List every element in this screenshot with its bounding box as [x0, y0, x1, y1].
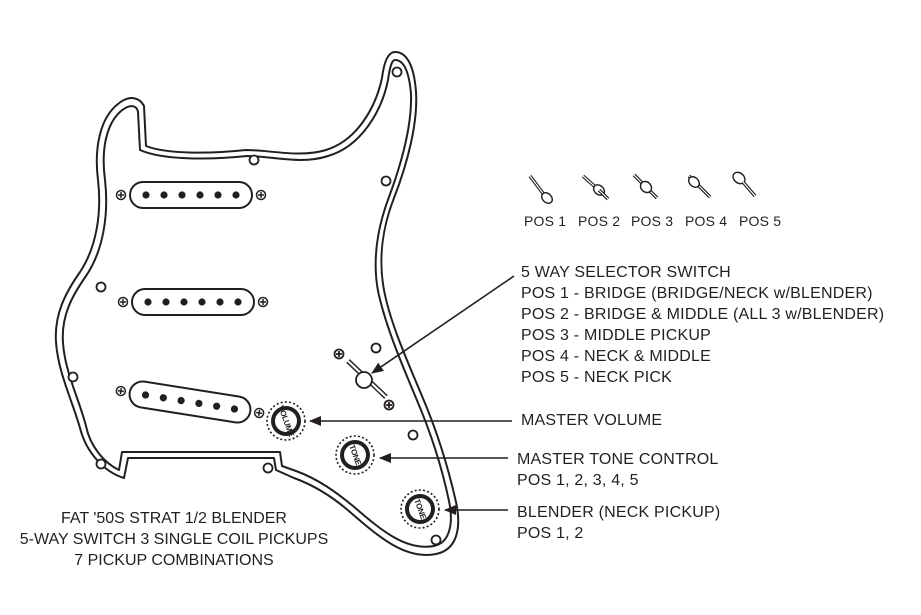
pickguard-outline [56, 52, 458, 555]
leader-lines [310, 276, 514, 510]
selector-line-5: POS 5 - NECK PICK [521, 367, 672, 388]
screw [69, 373, 78, 382]
pos-label-5: POS 5 [739, 211, 781, 232]
blender-label: BLENDER (NECK PICKUP) [517, 502, 720, 523]
tone-knob-2: TONE [401, 490, 439, 528]
selector-switch-title: 5 WAY SELECTOR SWITCH [521, 262, 731, 283]
switch-position-icon-1 [530, 176, 554, 205]
tone-knob-1: TONE [336, 436, 374, 474]
master-tone-label: MASTER TONE CONTROL [517, 449, 718, 470]
screw [409, 431, 418, 440]
selector-line-1: POS 1 - BRIDGE (BRIDGE/NECK w/BLENDER) [521, 283, 873, 304]
switch-position-icon-4 [687, 175, 710, 197]
pos-label-2: POS 2 [578, 211, 620, 232]
selector-switch [335, 350, 394, 410]
middle-pickup [119, 289, 268, 315]
switch-position-icons [530, 170, 755, 205]
caption-line-2: 5-WAY SWITCH 3 SINGLE COIL PICKUPS [0, 529, 348, 550]
selector-line-2: POS 2 - BRIDGE & MIDDLE (ALL 3 w/BLENDER… [521, 304, 884, 325]
screw [97, 283, 106, 292]
caption-line-3: 7 PICKUP COMBINATIONS [0, 550, 348, 571]
pos-label-4: POS 4 [685, 211, 727, 232]
screw [250, 156, 259, 165]
switch-position-icon-3 [634, 175, 657, 198]
pos-label-3: POS 3 [631, 211, 673, 232]
screw [432, 536, 441, 545]
diagram-caption: FAT '50S STRAT 1/2 BLENDER 5-WAY SWITCH … [0, 508, 348, 571]
master-volume-label: MASTER VOLUME [521, 410, 662, 431]
switch-position-icon-2 [583, 176, 608, 199]
switch-position-icon-5 [731, 170, 755, 196]
volume-knob: VOLUME [267, 402, 305, 440]
bridge-pickup [114, 378, 265, 427]
screw [382, 177, 391, 186]
screw [393, 68, 402, 77]
pos-label-1: POS 1 [524, 211, 566, 232]
master-tone-positions: POS 1, 2, 3, 4, 5 [517, 470, 639, 491]
screw [264, 464, 273, 473]
selector-line-3: POS 3 - MIDDLE PICKUP [521, 325, 711, 346]
screw [372, 344, 381, 353]
neck-pickup [117, 182, 266, 208]
screw [97, 460, 106, 469]
selector-line-4: POS 4 - NECK & MIDDLE [521, 346, 711, 367]
caption-line-1: FAT '50S STRAT 1/2 BLENDER [0, 508, 348, 529]
blender-positions: POS 1, 2 [517, 523, 584, 544]
